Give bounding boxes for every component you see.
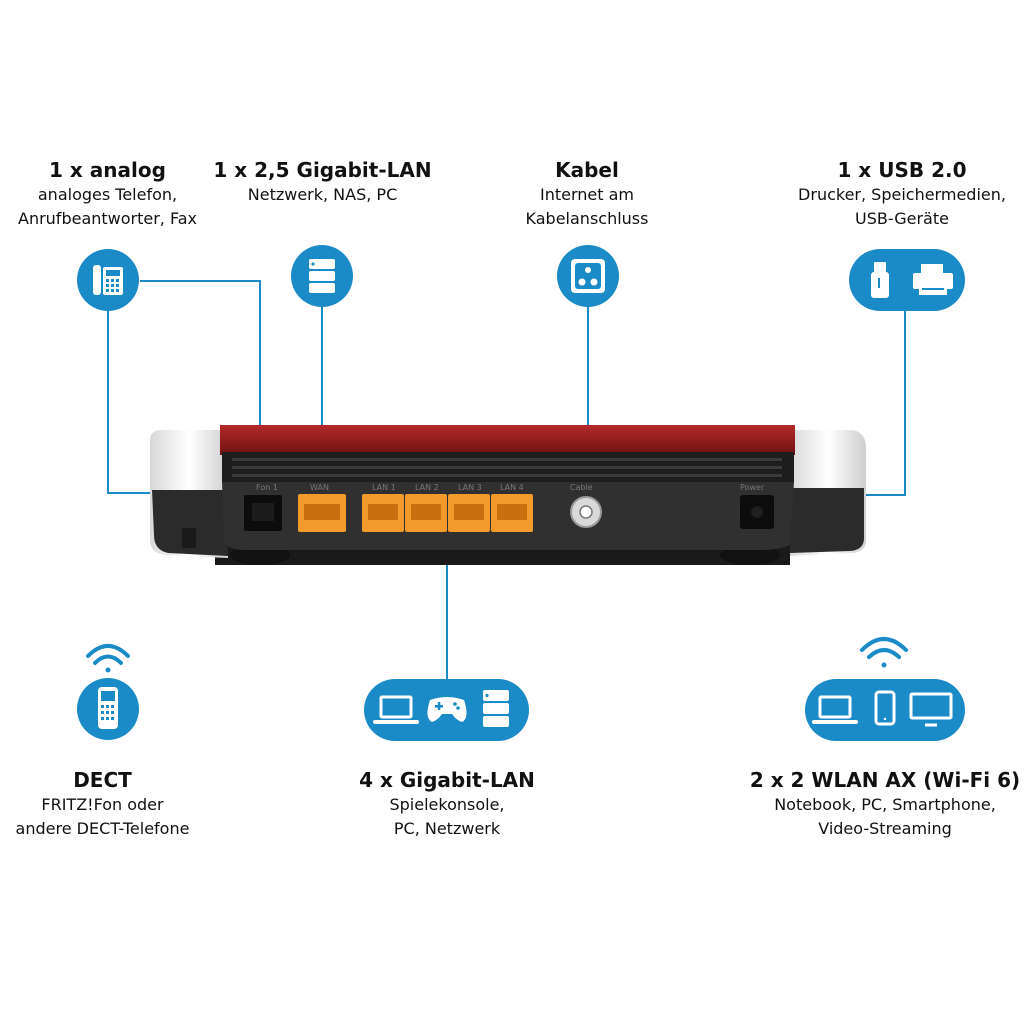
port-label-lan4: LAN 4 (500, 483, 524, 492)
coax-socket-icon (571, 259, 605, 293)
callout-desc-line: FRITZ!Fon oder (41, 795, 164, 814)
callout-desc-line: PC, Netzwerk (393, 819, 501, 838)
callout-cable: Kabel Internet am Kabelanschluss (487, 157, 687, 231)
desk-phone-icon (93, 265, 123, 295)
callout-4-gigabit-lan: 4 x Gigabit-LAN Spielekonsole, PC, Netzw… (340, 767, 554, 841)
router-right-cap-dark (790, 488, 864, 553)
port-label-fon: Fon 1 (256, 483, 278, 492)
port-label-lan3: LAN 3 (458, 483, 482, 492)
dect-badge (77, 644, 139, 740)
callout-desc-line: Video-Streaming (818, 819, 952, 838)
callout-usb: 1 x USB 2.0 Drucker, Speichermedien, USB… (780, 157, 1024, 231)
callout-desc-line: Anrufbeantworter, Fax (18, 209, 197, 228)
lan-port-group (298, 494, 533, 532)
port-socket (454, 504, 484, 520)
connector-usb-line (866, 310, 906, 496)
callout-title: 2 x 2 WLAN AX (Wi-Fi 6) (749, 768, 1021, 792)
callout-desc-line: Spielekonsole, (389, 795, 505, 814)
monitor-icon (909, 692, 953, 727)
connector-analog-line (140, 280, 261, 470)
port-label-lan1: LAN 1 (372, 483, 396, 492)
smartphone-icon (874, 690, 896, 726)
callout-2-5-gigabit-lan: 1 x 2,5 Gigabit-LAN Netzwerk, NAS, PC (205, 157, 440, 207)
port-label-lan2: LAN 2 (415, 483, 439, 492)
port-labels: Fon 1 WAN LAN 1 LAN 2 LAN 3 LAN 4 Cable … (256, 483, 765, 492)
callout-desc-line: andere DECT-Telefone (15, 819, 190, 838)
callout-desc-line: Internet am (539, 185, 634, 204)
laptop-icon (373, 695, 419, 724)
router-left-cap-dark (152, 490, 228, 556)
callout-desc-line: Netzwerk, NAS, PC (247, 185, 398, 204)
callout-title: 1 x 2,5 Gigabit-LAN (213, 158, 432, 182)
nas-server-icon (483, 690, 509, 727)
callout-desc-line: Drucker, Speichermedien, (798, 185, 1006, 204)
callout-title: DECT (73, 768, 132, 792)
callout-dect: DECT FRITZ!Fon oder andere DECT-Telefone (0, 767, 205, 841)
callout-wlan: 2 x 2 WLAN AX (Wi-Fi 6) Notebook, PC, Sm… (745, 767, 1024, 841)
printer-icon (913, 264, 953, 295)
router-vent-slots (232, 458, 782, 477)
callout-desc-line: Notebook, PC, Smartphone, (774, 795, 996, 814)
port-socket (411, 504, 441, 520)
port-socket (497, 504, 527, 520)
wlan-badge (805, 637, 965, 741)
callout-desc-line: Kabelanschluss (525, 209, 649, 228)
coax-badge (557, 245, 619, 307)
router-red-top (220, 425, 795, 455)
desk-phone-badge (77, 249, 139, 311)
usb-badge (849, 249, 965, 311)
port-label-wan: WAN (310, 483, 329, 492)
nas-badge (291, 245, 353, 307)
gigabit-lan-badge (364, 679, 529, 741)
connector-analog-line (107, 310, 155, 494)
callout-desc-line: USB-Geräte (855, 209, 949, 228)
port-socket (368, 504, 398, 520)
usb-stick-icon (871, 262, 889, 298)
callout-title: 4 x Gigabit-LAN (359, 768, 535, 792)
callout-title: 1 x analog (49, 158, 166, 182)
wifi-signal-icon (86, 644, 130, 673)
port-label-cable: Cable (570, 483, 593, 492)
callout-title: 1 x USB 2.0 (837, 158, 967, 182)
callout-analog: 1 x analog analoges Telefon, Anrufbeantw… (0, 157, 215, 231)
port-label-power: Power (740, 483, 765, 492)
gamepad-icon (427, 697, 467, 722)
wifi-signal-icon (860, 637, 908, 668)
callout-desc-line: analoges Telefon, (37, 185, 178, 204)
router-clip (182, 528, 196, 548)
callout-title: Kabel (555, 158, 619, 182)
nas-server-icon (309, 259, 335, 293)
dect-handset-icon (98, 687, 118, 729)
laptop-icon (812, 695, 858, 724)
router-device: Fon 1 WAN LAN 1 LAN 2 LAN 3 LAN 4 Cable … (150, 425, 866, 565)
port-socket (304, 504, 340, 520)
